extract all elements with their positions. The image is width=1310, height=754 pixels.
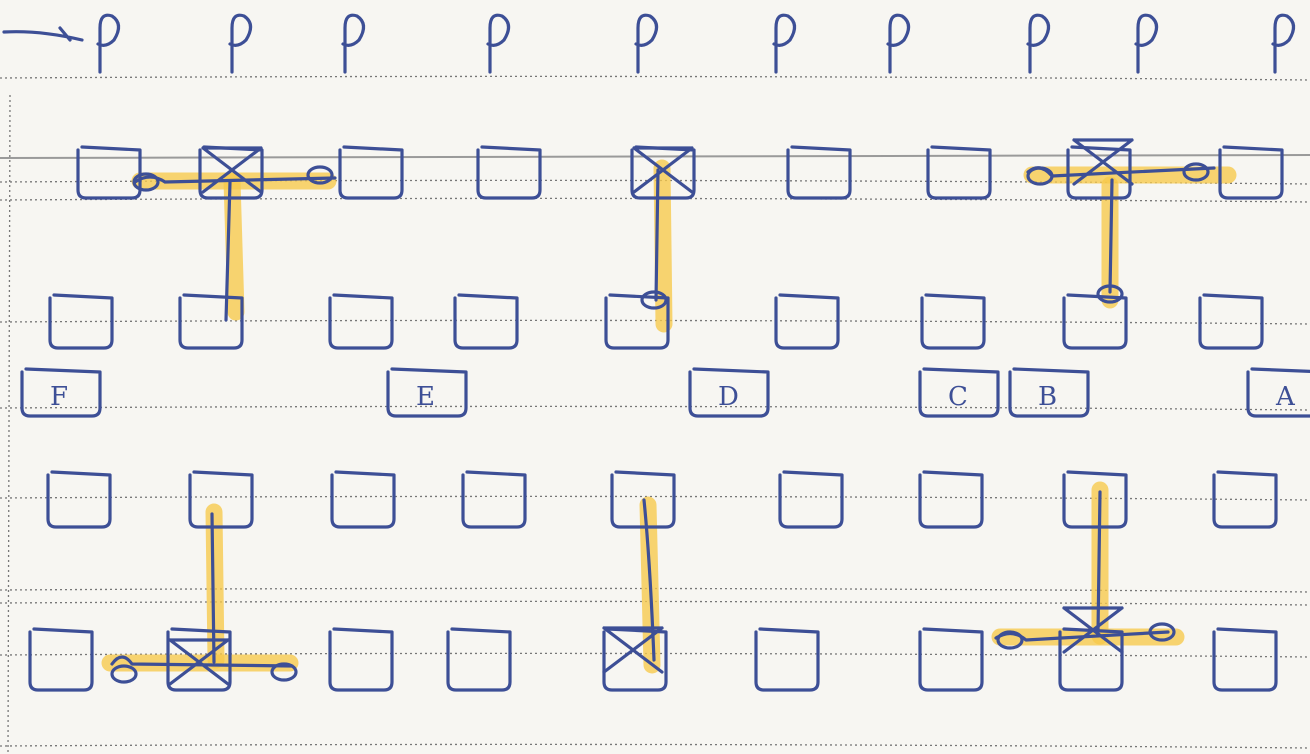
pin-row [4,15,1294,72]
node-box [478,147,540,198]
letter-node: D [690,369,768,416]
arrow-mark [4,28,82,40]
node-box [455,295,517,348]
node-box [756,629,818,690]
node-box [1214,629,1276,690]
letter-node: A [1248,369,1310,416]
link-stroke [1110,180,1112,292]
link-stroke [656,170,658,300]
node-box [780,472,842,527]
link-stroke [1098,492,1100,632]
letter-label: A [1275,382,1296,412]
letter-node: C [920,369,998,416]
node-box [448,629,510,690]
dotted-line [0,744,1310,748]
letter-label: B [1038,382,1057,412]
pin-icon [636,15,657,72]
node-box [340,147,402,198]
dotted-line [0,76,1310,80]
letter-label: E [416,382,435,412]
highlight-stroke [662,168,664,324]
node-box [788,147,850,198]
pin-icon [888,15,909,72]
dotted-line [0,496,1310,500]
link-stroke [212,514,214,662]
node-box [920,629,982,690]
letter-label: D [718,382,739,412]
node-box [330,629,392,690]
pin-icon [230,15,251,72]
letter-label: C [948,382,968,412]
node-box [928,147,990,198]
node-box [776,295,838,348]
node-box [463,472,525,527]
pin-icon [98,15,119,72]
pin-icon [488,15,509,72]
node-box [330,295,392,348]
highlight-stroke [232,181,236,312]
node-box [1200,295,1262,348]
letter-node: E [388,369,466,416]
letter-label: F [50,382,68,412]
pin-icon [343,15,364,72]
pin-icon [1136,15,1157,72]
pin-icon [1028,15,1049,72]
node-box [78,147,140,198]
margin-line [8,95,10,754]
dotted-line [0,406,1310,410]
letter-node: F [22,369,100,416]
node-box [48,472,110,527]
pin-icon [1273,15,1294,72]
node-box [30,629,92,690]
letter-node: B [1010,369,1088,416]
node-box [332,472,394,527]
pin-icon [774,15,795,72]
dotted-line [0,320,1310,324]
node-box [920,472,982,527]
